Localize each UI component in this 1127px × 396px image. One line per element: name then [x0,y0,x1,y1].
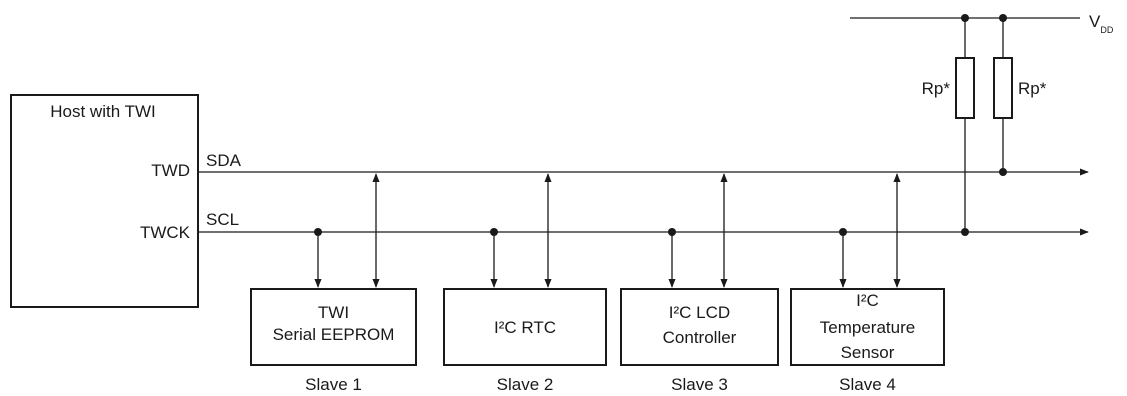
scl-label: SCL [206,210,239,229]
host-pin-twck: TWCK [140,223,191,242]
slave-1: TWI Serial EEPROM Slave 1 [250,173,417,394]
slave-box [790,288,945,366]
pullup-label: Rp* [1018,79,1047,98]
slave-3: I²C LCD Controller Slave 3 [620,173,779,394]
slave-line: I²C LCD [669,303,730,322]
host-title: Host with TWI [50,102,155,121]
slave-line: I²C RTC [494,318,556,337]
slave-box [250,288,417,366]
junction-dot [999,168,1007,176]
slave-box [443,288,607,366]
slave-line: I²C [856,291,879,310]
slave-4: I²C Temperature Sensor Slave 4 [790,173,945,394]
slave-caption: Slave 2 [497,375,554,394]
pullup-resistor-sda [993,57,1013,119]
host-pin-twd: TWD [151,161,190,180]
slave-caption: Slave 1 [305,375,362,394]
vdd-label: VDD [1089,12,1114,35]
slave-caption: Slave 4 [839,375,896,394]
pullup-label: Rp* [922,79,951,98]
slave-line: TWI [318,303,349,322]
slave-line: Sensor [841,343,895,362]
slave-2: I²C RTC Slave 2 [443,173,607,394]
slave-caption: Slave 3 [671,375,728,394]
junction-dot [961,228,969,236]
slave-line: Controller [663,328,737,347]
sda-label: SDA [206,151,242,170]
slave-line: Serial EEPROM [273,325,395,344]
slave-box [620,288,779,366]
slave-line: Temperature [820,318,915,337]
host-box [10,94,199,308]
pullup-resistor-scl [955,57,975,119]
